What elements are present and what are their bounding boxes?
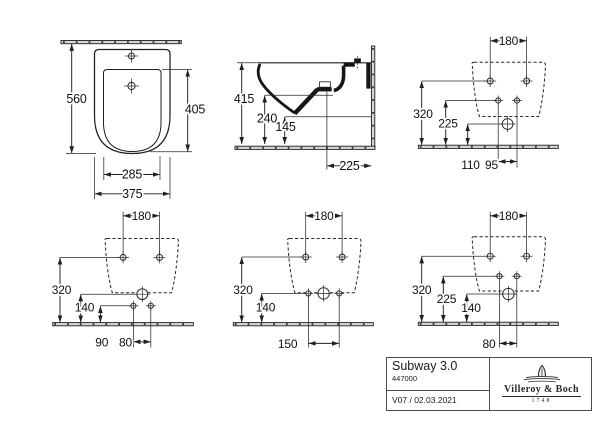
dim-label-405: 405 [185,103,206,117]
body-hidden-outline [471,61,547,117]
version-date: V07 / 02.03.2021 [392,395,457,405]
dim-label-140: 140 [256,301,276,315]
dimension-extension-lines [421,36,527,168]
body-hidden-outline [286,238,362,294]
bidet-profile [256,55,372,116]
dim-label-240: 240 [257,112,278,126]
dim-label-225: 225 [339,159,360,173]
floor-section-bar [417,144,559,149]
side-dimension-lines [237,62,372,170]
villeroy-boch-amphora-icon [523,364,560,383]
dim-label-320: 320 [52,283,72,297]
dim-label-285: 285 [122,168,143,182]
dim-label-180: 180 [314,209,334,223]
dim-label-90: 90 [95,336,108,350]
body-hidden-outline [104,238,179,294]
dim-label-225: 225 [437,292,457,306]
anchor-hole [303,288,345,299]
outlet-hole [500,285,517,303]
dim-label-375: 375 [122,187,143,201]
dim-label-80: 80 [119,336,132,350]
view-rear-vertical-outlet-b: 180 320 140 150 [232,207,374,353]
drain-fitting [319,81,331,88]
anchor-hole [128,300,156,311]
dim-label-225: 225 [438,117,458,131]
dim-label-140: 140 [461,301,481,315]
anchor-hole [493,95,522,106]
plan-dimension-lines [66,43,192,199]
dim-label-180: 180 [499,209,519,223]
version-cell: V07 / 02.03.2021 [387,391,489,405]
dim-label-180: 180 [499,34,519,48]
dimension-extension-lines [421,211,527,348]
wall-section-bar [60,40,182,45]
body-hidden-outline [471,236,547,292]
anchor-hole [494,271,522,282]
view-rear-vertical-outlet-c: 180 320 225 140 80 [410,207,559,353]
view-rear-horizontal-outlet: 180 320 225 110 95 [412,32,559,174]
fixing-hole [484,75,533,87]
brand-cell: Villeroy & Boch 1748 [491,358,592,410]
product-name: Subway 3.0 [392,359,458,373]
floor-section-bar [52,322,194,327]
brand-year: 1748 [531,398,552,405]
view-plan: 560 405 285 375 [60,40,207,203]
floor-section-bar [232,322,374,327]
fixing-hole [299,251,349,263]
dim-label-560: 560 [66,92,87,106]
dim-label-415: 415 [234,92,255,106]
view-side-section: 415 240 145 225 [232,45,376,175]
dim-label-145: 145 [275,120,296,134]
floor-section-bar [234,145,376,150]
brand-name: Villeroy & Boch [502,383,581,397]
dimension-extension-lines [241,211,343,348]
fixing-hole [484,250,533,263]
dim-label-180: 180 [132,209,152,223]
dim-label-95: 95 [485,158,498,172]
overflow-hole [124,78,139,94]
tap-hole [125,49,138,63]
bidet-outer-outline [93,48,171,155]
title-block-left: Subway 3.0 447000 V07 / 02.03.2021 [387,358,490,410]
outlet-hole [499,116,516,132]
view-rear-vertical-outlet-a: 180 320 140 90 80 [50,207,194,351]
dim-label-320: 320 [233,283,253,297]
floor-section-bar [417,321,559,326]
dim-label-320: 320 [412,283,432,297]
dimension-extension-lines [60,211,160,348]
dim-label-150: 150 [278,337,298,351]
article-number: 447000 [392,373,418,383]
title-block: Subway 3.0 447000 V07 / 02.03.2021 Ville… [386,357,592,411]
outlet-hole [134,286,151,303]
dim-label-110: 110 [461,158,480,172]
bidet-inner-rim [103,69,162,153]
dim-label-320: 320 [413,107,433,121]
product-cell: Subway 3.0 447000 [387,358,489,391]
fixing-hole [117,251,166,264]
dim-label-140: 140 [75,301,95,315]
dim-label-80: 80 [483,337,496,351]
outlet-hole [315,285,332,302]
